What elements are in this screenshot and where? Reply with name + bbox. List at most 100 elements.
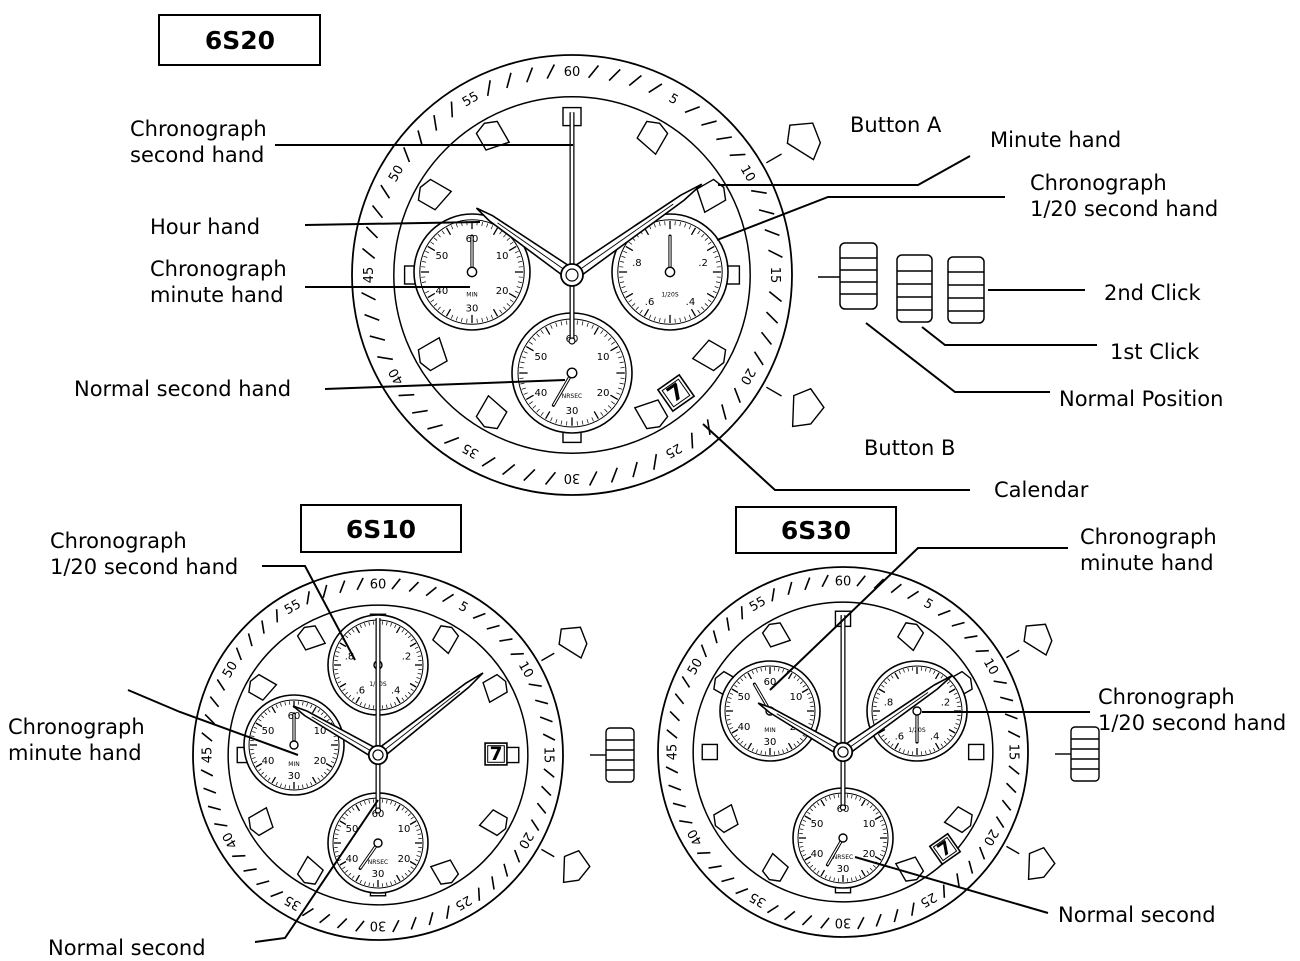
watch-right-bezel-number: 10: [980, 656, 1001, 678]
watch-right-subdial-sec-num: 10: [863, 819, 876, 830]
watch-left-subdial-min-num: 30: [288, 771, 301, 782]
watch-top-bezel-number: 55: [460, 89, 482, 110]
title-6s20: 6S20: [158, 14, 321, 66]
watch-top-subdial-min-hub: [466, 266, 478, 278]
watch-right-subdial-min-text: MIN: [764, 727, 775, 734]
watch-right-hour-marker: [761, 622, 792, 648]
watch-right-subdial-frac-num: .2: [941, 698, 951, 709]
watch-right-subdial-sec-num: 40: [811, 849, 824, 860]
watch-left-bezel-number: 20: [515, 829, 536, 851]
title-6s10-text: 6S10: [346, 515, 416, 544]
label-chrono-minute-line2: minute hand: [150, 283, 284, 307]
watch-top-hour-marker: [475, 120, 511, 151]
watch-right-hour-marker: [967, 743, 985, 761]
watch-left-subdial-sec-num: 10: [398, 824, 411, 835]
watch-top-bezel-number: 25: [662, 440, 684, 461]
watch-right-bezel-number: 40: [685, 826, 706, 848]
label-normal-second-hand: Normal second hand: [74, 377, 291, 401]
label-right-normal-second: Normal second: [1058, 903, 1216, 927]
label-calendar: Calendar: [994, 478, 1089, 502]
watch-right-bezel-number: 55: [747, 594, 769, 615]
watch-left-subdial-sec-num: 60: [372, 809, 385, 820]
watch-right-bezel-number: 35: [747, 889, 769, 910]
watch-right-subdial-sec-num: 50: [811, 819, 824, 830]
watch-left-subdial-frac-num: .6: [356, 685, 366, 696]
watch-right-bezel-number: 30: [835, 915, 852, 930]
watch-top-bezel-number: 10: [737, 163, 758, 185]
labels-6s20: Chronograph second hand Hour hand Chrono…: [74, 113, 1223, 502]
watch-right-subdial-frac-num: .6: [895, 731, 905, 742]
watch-top-subdial-sec-hub: [566, 367, 578, 379]
watch-top-bezel-number: 60: [564, 65, 581, 80]
watch-right-subdial-min-num: 60: [764, 677, 777, 688]
watch-right-bezel-number: 60: [835, 574, 852, 589]
watch-top-subdial-sec-num: 30: [566, 406, 579, 417]
watch-left-date-value: 7: [490, 744, 503, 765]
watch-top-subdial-sec-num: 40: [534, 388, 547, 399]
watch-right-pusher-b: [1027, 846, 1056, 881]
label-left-chrono-1-20-line1: Chronograph: [50, 529, 187, 553]
watch-left-subdial-min-num: 50: [262, 726, 275, 737]
label-button-a: Button A: [850, 113, 942, 137]
watch-right-subdial-min-num: 10: [790, 692, 803, 703]
label-left-chrono-minute-line2: minute hand: [8, 741, 142, 765]
watch-top-hour-marker: [475, 394, 508, 430]
labels-6s30: Chronograph minute hand Chronograph 1/20…: [1058, 525, 1286, 927]
label-left-chrono-minute-line1: Chronograph: [8, 715, 145, 739]
watch-right-subdial-min-num: 50: [738, 692, 751, 703]
watch-top-bezel-number: 50: [386, 163, 407, 185]
watch-right-hour-marker: [943, 805, 973, 834]
watch-top-pusher-a: [786, 122, 822, 161]
label-left-chrono-1-20-line2: 1/20 second hand: [50, 555, 238, 579]
watch-right-bezel-number: 15: [1006, 744, 1021, 761]
watch-left-bezel-number: 15: [541, 747, 556, 764]
label-right-chrono-minute-line2: minute hand: [1080, 551, 1214, 575]
watch-left-subdial-sec-num: 40: [346, 854, 359, 865]
label-normal-position: Normal Position: [1059, 387, 1223, 411]
watch-top-bezel-number: 30: [564, 470, 581, 485]
watch-left-bezel-number: 25: [452, 892, 474, 913]
watch-left-subdial-sec-text: NRSEC: [368, 859, 388, 866]
crown-first-click: [896, 254, 933, 323]
leader-lines-top: [275, 144, 1097, 491]
watch-left-subdial-sec-num: 30: [372, 869, 385, 880]
crown-normal-position: [818, 242, 878, 310]
label-chrono-1-20-line2: 1/20 second hand: [1030, 197, 1218, 221]
label-button-b: Button B: [864, 436, 955, 460]
watch-top-hour-marker: [691, 339, 727, 372]
watch-left-subdial-min-num: 20: [314, 756, 327, 767]
watch-left-bezel-number: 30: [370, 918, 387, 933]
watch-top-hour-marker: [633, 399, 669, 430]
watch-right-hour-marker: [761, 852, 790, 882]
watch-left-pusher-b: [562, 849, 591, 884]
watch-top-subdial-min-num: 30: [466, 303, 479, 314]
watch-top-subdial-min-num: 20: [496, 286, 509, 297]
label-second-click: 2nd Click: [1104, 281, 1202, 305]
watch-top-subdial-sec-text: NRSEC: [562, 393, 582, 400]
watch-right-bezel-number: 20: [980, 826, 1001, 848]
watch-top-hour-marker: [696, 178, 727, 214]
watch-right-bezel-number: 45: [665, 744, 680, 761]
watch-right-subdial-min-num: 40: [738, 722, 751, 733]
watch-left-subdial-min-text: MIN: [288, 761, 299, 768]
watch-right-subdial-frac-num: .4: [930, 731, 940, 742]
watch-left-subdial-frac-num: .8: [345, 652, 355, 663]
title-6s30: 6S30: [735, 506, 897, 554]
watch-left-hour-marker: [248, 673, 278, 702]
watch-top-bezel-number: 15: [767, 267, 782, 284]
title-6s30-text: 6S30: [781, 516, 851, 545]
watch-top-subdial-frac-num: .6: [645, 297, 655, 308]
watch-top-subdial-sec-num: 20: [597, 388, 610, 399]
watch-top-subdial-min-num: 40: [435, 286, 448, 297]
watch-left-bezel-number: 45: [200, 747, 215, 764]
watch-left-bezel-number: 50: [220, 659, 241, 681]
label-chrono-1-20-line1: Chronograph: [1030, 171, 1167, 195]
watch-left-bezel-number: 60: [370, 577, 387, 592]
watch-top-hour-marker: [636, 120, 669, 156]
watch-left-subdial-frac-num: .4: [391, 685, 401, 696]
watch-right-bezel-number: 25: [917, 889, 939, 910]
labels-6s10: Chronograph 1/20 second hand Chronograph…: [8, 529, 238, 960]
watch-right-subdial-sec-num: 20: [863, 849, 876, 860]
watch-right-hour-marker: [896, 622, 925, 652]
